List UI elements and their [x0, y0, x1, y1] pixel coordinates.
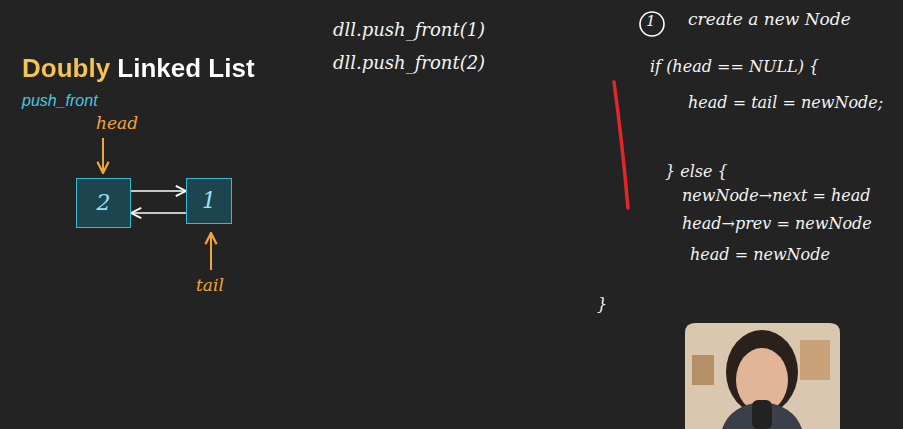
list-node: 2	[76, 178, 131, 228]
step-number: 1	[646, 13, 656, 30]
link-arrow	[131, 212, 186, 214]
step-circle	[640, 12, 664, 36]
code-call: dll.push_front(2)	[333, 53, 485, 74]
title: Doubly Linked List	[22, 54, 255, 84]
tail-pointer	[210, 233, 212, 270]
code-line: if (head == NULL) {	[650, 58, 819, 76]
code-line: }	[597, 296, 607, 314]
subtitle: push_front	[22, 92, 98, 110]
code-line: head→prev = newNode	[682, 215, 872, 233]
code-line: head = tail = newNode;	[688, 94, 883, 112]
node-value: 2	[97, 191, 111, 215]
list-node: 1	[186, 178, 232, 224]
code-line: } else {	[665, 163, 728, 181]
code-line: newNode→next = head	[682, 187, 871, 205]
red-divider	[614, 82, 628, 208]
node-value: 1	[202, 189, 216, 213]
pointer-label: tail	[196, 276, 224, 296]
step-text: create a new Node	[688, 10, 851, 30]
pointer-label: head	[96, 114, 138, 134]
presenter-video	[685, 323, 840, 429]
code-line: head = newNode	[690, 246, 830, 264]
head-pointer	[102, 138, 104, 173]
code-call: dll.push_front(1)	[333, 20, 485, 41]
link-arrow	[131, 190, 186, 192]
